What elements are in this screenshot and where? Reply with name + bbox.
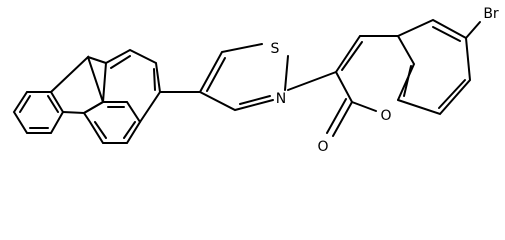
ring-oxygen-label: O [380, 108, 391, 124]
nitrogen-atom-label: N [276, 91, 286, 107]
coumarin-group: O O Br [317, 6, 498, 155]
bromine-atom-label: Br [483, 6, 499, 22]
structure-drawing: S N O O Br [12, 6, 499, 155]
carbonyl-oxygen-label: O [317, 139, 328, 155]
thiazole-coumarin-bond [287, 71, 337, 91]
bromine-bond [465, 21, 481, 39]
sulfur-atom-label: S [271, 41, 280, 57]
chemical-structure-figure: S N O O Br [12, 6, 499, 155]
thiazole-ring [199, 43, 289, 112]
coumarin-pyranone-double-bond [341, 41, 363, 71]
carbonyl-double-bond [326, 98, 353, 137]
coumarin-pyranone-ring [335, 35, 416, 112]
coumarin-benzo-ring [397, 18, 472, 116]
fluorene-right-ring-double-bonds [94, 106, 136, 139]
fluorene-group [12, 48, 162, 144]
thiazole-group: S N [199, 41, 289, 112]
fluorene-right-ring [82, 101, 142, 144]
fluorene-left-ring [12, 91, 65, 134]
fluorene-upper-ring-double-bonds [110, 55, 156, 91]
fluorene-ch2-bridge [87, 56, 107, 64]
coumarin-benzo-double-bonds [403, 26, 466, 109]
fluorene-left-ring-double-bonds [19, 95, 59, 129]
fluorene-upper-ring [102, 48, 162, 123]
thiazole-double-bonds [206, 57, 271, 105]
